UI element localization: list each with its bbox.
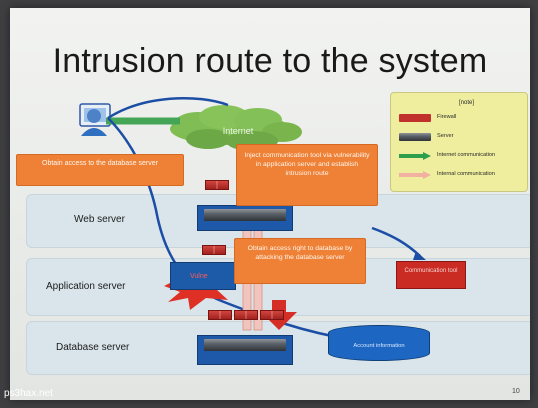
internet-label: Internet xyxy=(223,126,254,136)
firewall-icon xyxy=(202,245,226,255)
attacker-icon xyxy=(79,103,111,136)
legend-item-firewall: Firewall xyxy=(399,112,521,124)
legend-label: Internet communication xyxy=(437,152,496,158)
firewall-icon xyxy=(234,310,258,320)
legend-item-internal-communication: Internal communication xyxy=(399,169,521,181)
legend-label: Server xyxy=(437,133,454,139)
vulnerability-label: Vulne xyxy=(190,273,208,280)
vulnerability-box: Vulne xyxy=(170,262,236,290)
route-arrow-head xyxy=(413,251,426,260)
callout-text: Obtain access to the database server xyxy=(42,160,158,167)
presentation-slide: Intrusion route to the system Web server… xyxy=(10,8,530,400)
diagram-layer: Internet xyxy=(79,96,426,342)
account-information-database: Account information xyxy=(328,325,430,361)
web-server-icon xyxy=(197,205,293,231)
legend-label: Firewall xyxy=(437,114,457,120)
obtain-access-db-server-callout: Obtain access to the database server xyxy=(16,154,184,186)
communication-tool-label: Communication tool xyxy=(404,268,458,274)
firewall-icon xyxy=(260,310,284,320)
inject-tool-callout: Inject communication tool via vulnerabil… xyxy=(236,144,378,206)
application-server-label: Application server xyxy=(46,281,126,292)
intrusion-route-line xyxy=(107,96,229,120)
web-server-label: Web server xyxy=(74,214,125,225)
internet-cloud-icon: Internet xyxy=(170,105,302,151)
callout-text: Obtain access right to database by attac… xyxy=(247,245,353,261)
legend-label: Internal communication xyxy=(437,171,495,177)
server-icon xyxy=(399,133,431,141)
obtain-access-right-callout: Obtain access right to database by attac… xyxy=(234,238,366,284)
database-server-label: Database server xyxy=(56,342,130,353)
firewall-icon xyxy=(205,180,229,190)
page-number: 10 xyxy=(512,388,520,395)
watermark-text: ps3hax.net xyxy=(4,388,53,399)
callout-text: Inject communication tool via vulnerabil… xyxy=(244,152,370,177)
firewall-icon xyxy=(208,310,232,320)
firewall-icon xyxy=(399,114,431,122)
database-server-icon xyxy=(197,335,293,365)
legend-item-internet-communication: Internet communication xyxy=(399,150,521,162)
legend-box: [note] Firewall Server Internet communic… xyxy=(390,92,528,192)
green-arrow-icon xyxy=(399,152,431,160)
account-information-label: Account information xyxy=(353,343,405,349)
legend-item-server: Server xyxy=(399,131,521,143)
intrusion-route-line xyxy=(371,226,421,257)
slide-title: Intrusion route to the system xyxy=(52,42,488,80)
communication-tool-box: Communication tool xyxy=(396,261,466,289)
pink-arrow-icon xyxy=(399,171,431,179)
legend-title: [note] xyxy=(459,100,475,106)
